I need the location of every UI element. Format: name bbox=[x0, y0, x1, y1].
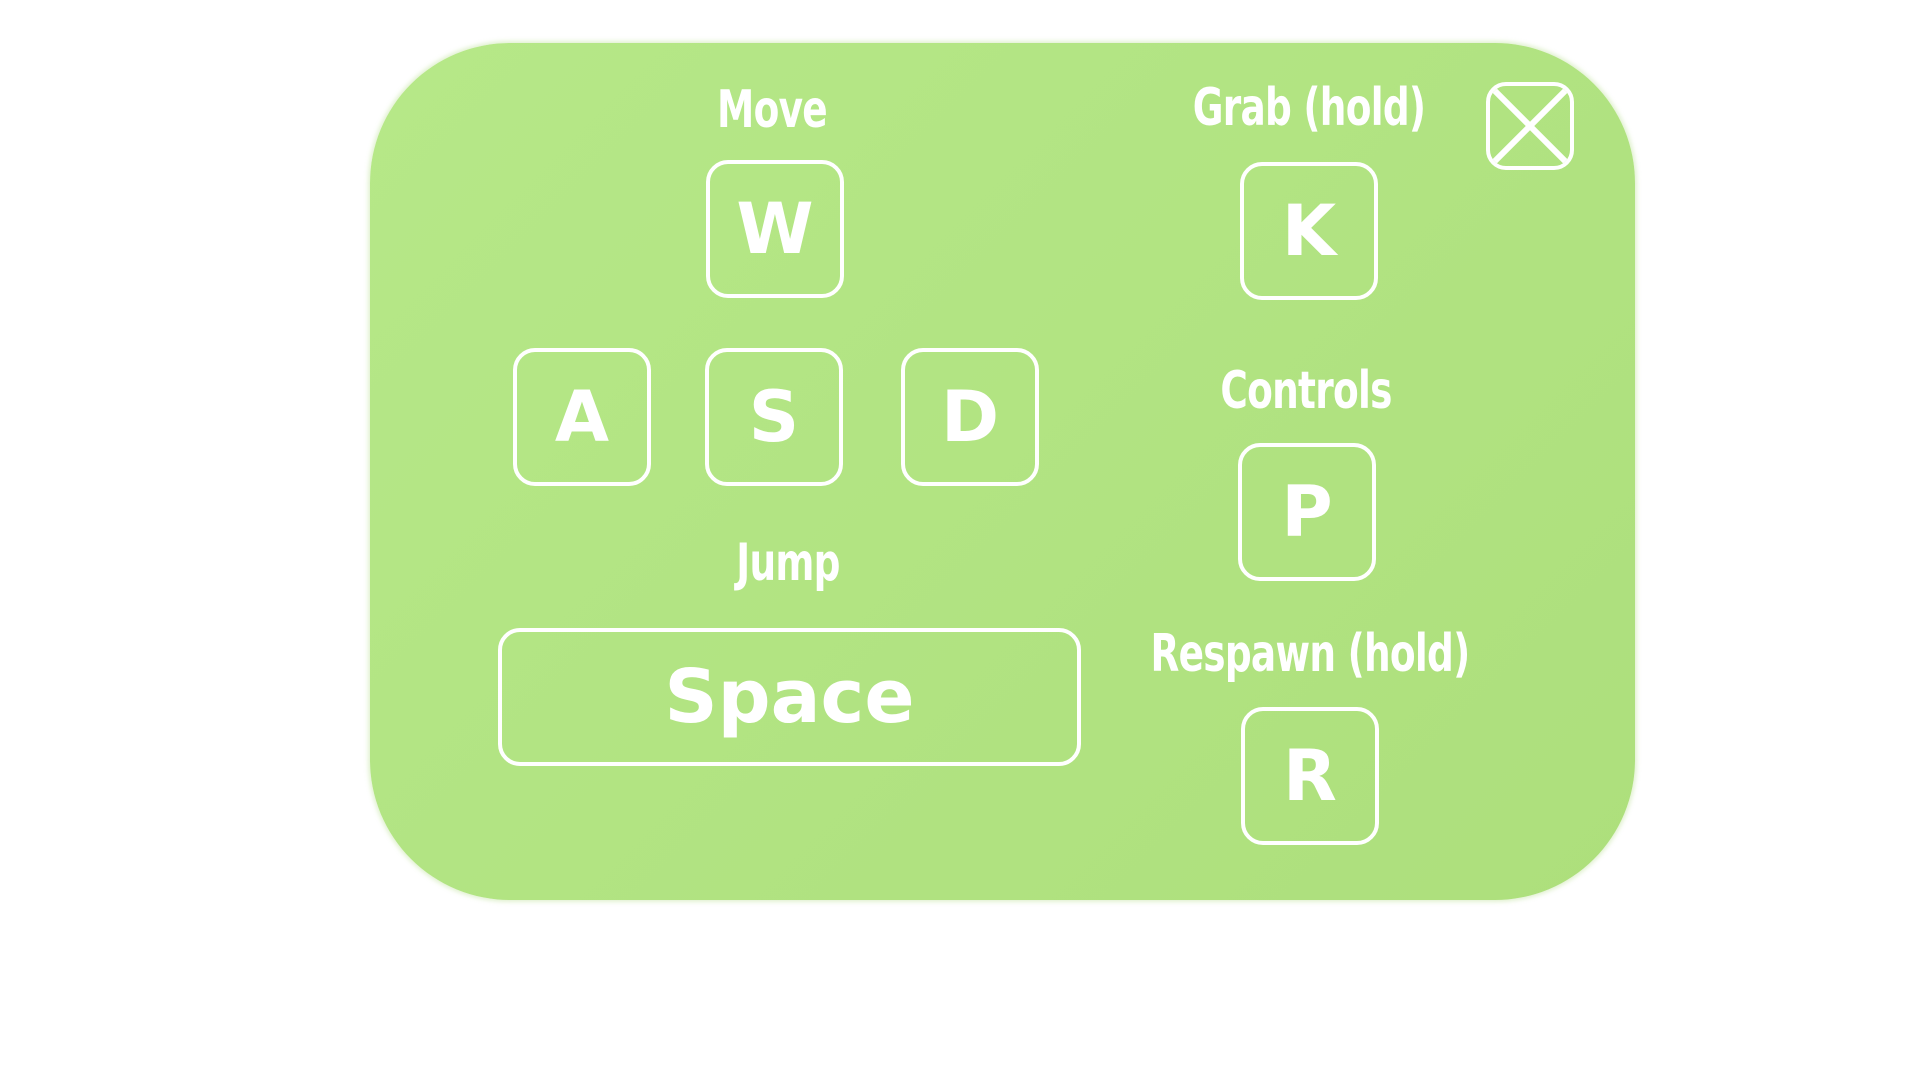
close-x-icon bbox=[1490, 86, 1570, 166]
controls-label: Controls bbox=[1220, 361, 1392, 421]
key-k-label: K bbox=[1281, 190, 1337, 272]
respawn-label: Respawn (hold) bbox=[1150, 624, 1470, 684]
key-p[interactable]: P bbox=[1238, 443, 1376, 581]
key-space-label: Space bbox=[664, 654, 915, 740]
key-w-label: W bbox=[736, 188, 814, 270]
move-label: Move bbox=[717, 80, 828, 140]
jump-label: Jump bbox=[736, 533, 840, 593]
key-s[interactable]: S bbox=[705, 348, 843, 486]
key-space[interactable]: Space bbox=[498, 628, 1081, 766]
controls-panel bbox=[370, 43, 1635, 900]
key-r[interactable]: R bbox=[1241, 707, 1379, 845]
key-d-label: D bbox=[940, 376, 1000, 458]
key-k[interactable]: K bbox=[1240, 162, 1378, 300]
key-w[interactable]: W bbox=[706, 160, 844, 298]
key-a-label: A bbox=[554, 376, 610, 458]
key-r-label: R bbox=[1283, 735, 1337, 817]
key-p-label: P bbox=[1281, 471, 1333, 553]
close-button[interactable] bbox=[1486, 82, 1574, 170]
key-d[interactable]: D bbox=[901, 348, 1039, 486]
grab-label: Grab (hold) bbox=[1192, 78, 1426, 138]
key-s-label: S bbox=[748, 376, 800, 458]
key-a[interactable]: A bbox=[513, 348, 651, 486]
